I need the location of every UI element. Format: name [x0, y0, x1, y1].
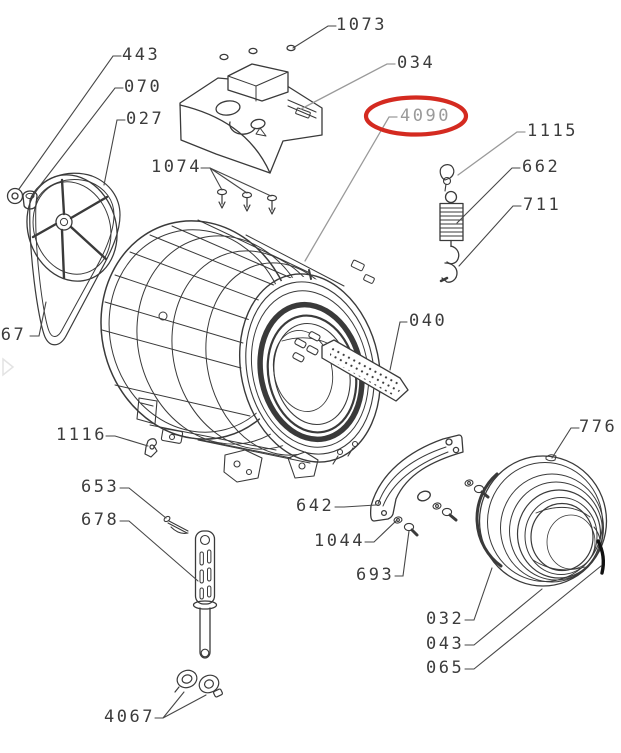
bracket-642: [369, 434, 490, 537]
spring-clip-1115: [439, 164, 455, 192]
hook-711: [439, 262, 458, 283]
washer-443: [6, 187, 24, 205]
part-label-043: 043: [426, 634, 465, 654]
part-label-1116: 1116: [56, 425, 107, 445]
part-label-653: 653: [81, 477, 120, 497]
bracket-bolts: [393, 479, 490, 537]
mounts-4067: [174, 669, 223, 698]
part-label-678: 678: [81, 510, 120, 530]
part-label-662: 662: [522, 157, 561, 177]
door-boot-seal: [475, 454, 608, 587]
part-label-4090-highlighted: 4090: [400, 106, 451, 126]
part-label-711: 711: [523, 195, 562, 215]
part-label-776: 776: [579, 417, 618, 437]
drum-clips: [292, 331, 321, 363]
part-label-032: 032: [426, 609, 465, 629]
coil-spring-662: [439, 190, 464, 265]
part-label-034: 034: [397, 53, 436, 73]
counterweight: [179, 63, 323, 174]
tub-rib-grid: [101, 219, 357, 464]
pulley: [26, 174, 118, 282]
part-label-1074: 1074: [151, 157, 202, 177]
leader-lines-muted: [300, 63, 526, 262]
part-label-693: 693: [356, 565, 395, 585]
pin-653: [163, 515, 189, 534]
part-label-065: 065: [426, 658, 465, 678]
part-label-040: 040: [409, 311, 448, 331]
part-label-027: 027: [126, 109, 165, 129]
drive-belt: [29, 172, 121, 346]
shock-absorber: [192, 530, 218, 659]
screw-heads-1073: [219, 44, 296, 61]
part-label-4067: 4067: [104, 707, 155, 727]
leader-lines: [18, 25, 602, 719]
tub-drum-assembly: [100, 219, 382, 483]
part-label-1073: 1073: [336, 15, 387, 35]
boot-clamp-segment: [596, 539, 606, 575]
part-label-967: 967: [0, 325, 27, 345]
part-label-1115: 1115: [527, 121, 578, 141]
part-label-642: 642: [296, 496, 335, 516]
watermark-chevron: [2, 357, 15, 377]
part-label-1044: 1044: [314, 531, 365, 551]
suspension-spring-set: [439, 164, 464, 283]
part-label-443: 443: [122, 45, 161, 65]
highlight-ellipse: [363, 95, 469, 137]
drum-paddle: [321, 339, 409, 402]
tub-bottom-brackets: [136, 397, 359, 483]
clip-1116: [144, 438, 158, 458]
part-label-070: 070: [124, 77, 163, 97]
